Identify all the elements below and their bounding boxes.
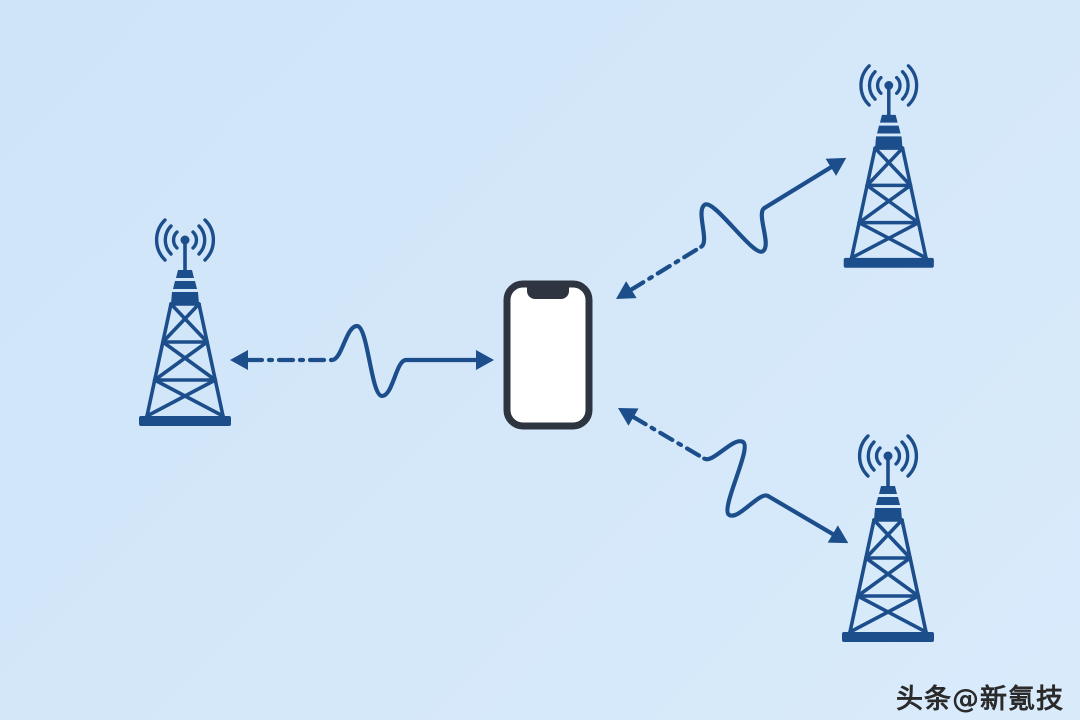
signal-arrow-top-right: [616, 157, 847, 299]
arrowhead-toward-phone: [476, 350, 494, 370]
signal-wavelet: [329, 323, 409, 399]
watermark: 头条@新氪技: [896, 684, 1064, 715]
smartphone-icon: [503, 280, 593, 430]
signal-arrow-bottom-right: [618, 408, 849, 544]
signal-wavelet: [702, 439, 771, 518]
cell-tower-left-icon: [137, 218, 233, 428]
signal-arrow-left: [230, 323, 494, 399]
cell-tower-bottom-right-icon: [840, 434, 936, 644]
arrowhead-toward-phone: [618, 408, 639, 426]
signal-wavelet: [699, 202, 768, 254]
arrowhead-toward-bottom-tower: [827, 525, 849, 544]
arrowhead-toward-top-tower: [825, 157, 847, 176]
cell-tower-top-right-icon: [841, 64, 936, 270]
arrowhead-toward-left-tower: [230, 350, 248, 370]
arrowhead-toward-phone: [616, 281, 637, 299]
